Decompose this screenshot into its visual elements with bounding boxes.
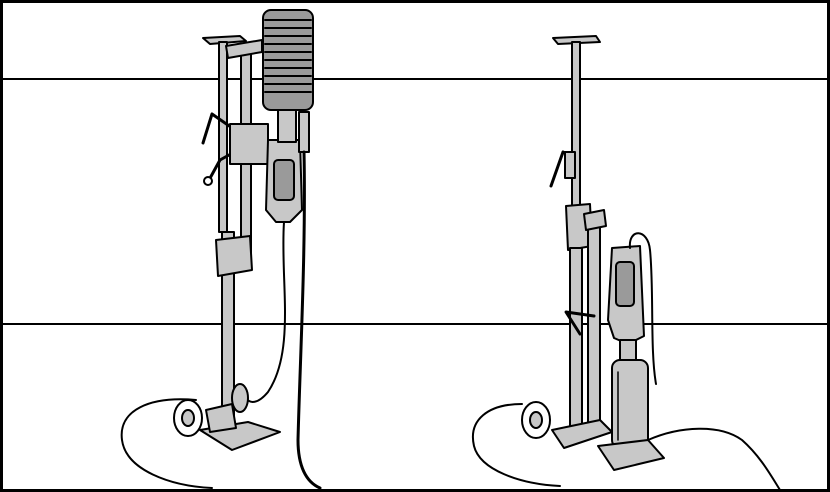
power-cable bbox=[471, 403, 561, 487]
motor-neck bbox=[277, 109, 297, 143]
transport-wheel-rear bbox=[231, 383, 249, 413]
handle-clamp bbox=[564, 151, 576, 179]
motor-cable bbox=[245, 221, 286, 403]
motor-grip bbox=[273, 159, 295, 201]
core-bit-ribs bbox=[264, 19, 312, 93]
water-hose-tube bbox=[298, 111, 310, 153]
power-cable-right bbox=[647, 427, 781, 491]
motor-neck bbox=[619, 339, 637, 363]
wheel-hub bbox=[181, 409, 195, 427]
telescopic-column bbox=[218, 41, 228, 233]
motor-grip bbox=[615, 261, 635, 307]
rig-left bbox=[120, 9, 322, 490]
carriage bbox=[229, 123, 269, 165]
wheel-hub bbox=[529, 411, 543, 429]
motor-cable bbox=[628, 232, 657, 385]
rig-right bbox=[471, 35, 781, 491]
drill-stand-rail bbox=[587, 215, 601, 437]
feed-handle-lower bbox=[564, 310, 596, 336]
base-foot bbox=[205, 403, 237, 433]
rail-top bbox=[583, 209, 607, 231]
base-plate bbox=[551, 419, 613, 449]
drill-stand-column bbox=[569, 247, 583, 435]
base-plate-front bbox=[597, 439, 665, 471]
telescopic-column bbox=[571, 41, 581, 213]
column-clamp bbox=[215, 235, 253, 277]
ceiling-plate bbox=[552, 35, 601, 45]
water-hose bbox=[296, 150, 322, 490]
ceiling-plate bbox=[202, 35, 247, 45]
power-cable bbox=[120, 398, 213, 489]
handle-knob bbox=[203, 176, 213, 186]
